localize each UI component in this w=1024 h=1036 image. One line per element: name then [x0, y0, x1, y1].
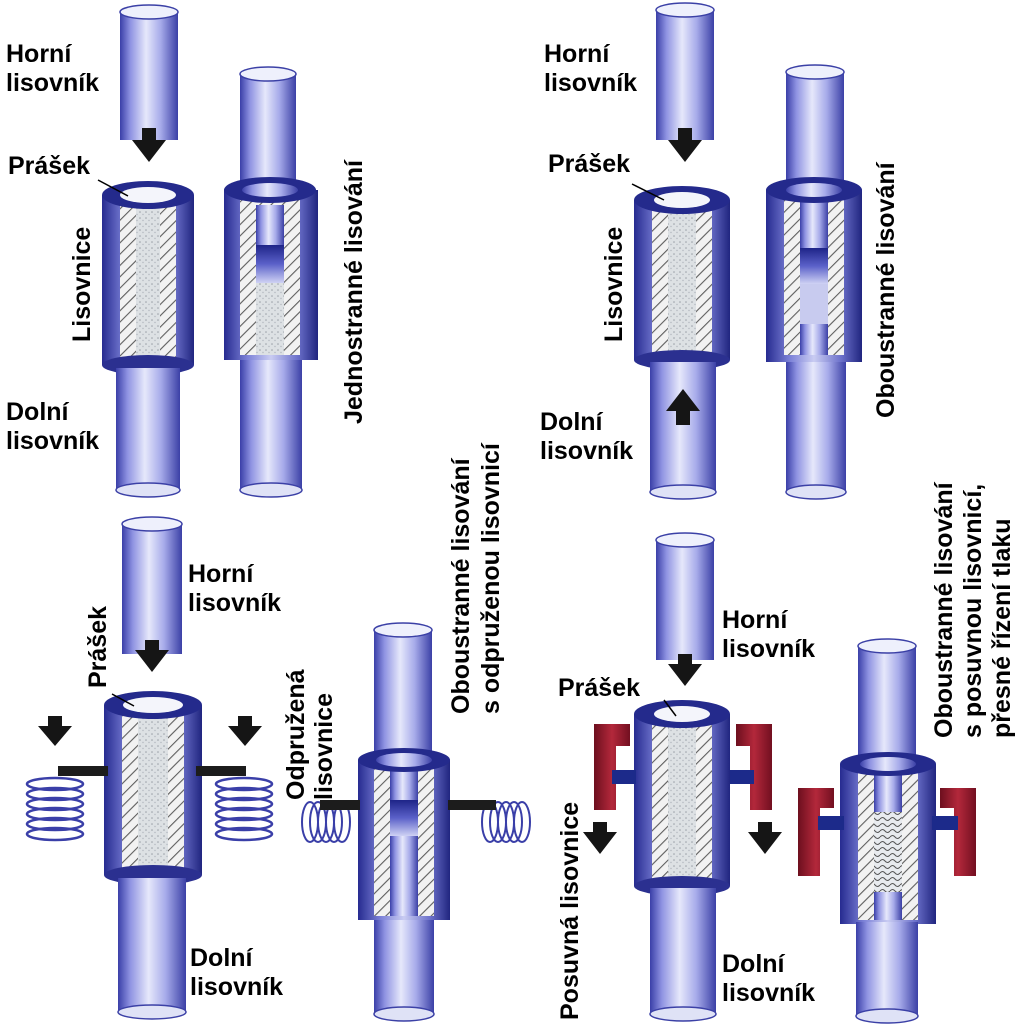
bl-method-label: Oboustranné lisování s odpruženou lisovn…	[446, 443, 506, 714]
tr-die	[634, 186, 730, 370]
br-powder-leader	[663, 699, 677, 717]
tr-powder-leader	[631, 183, 665, 201]
tl-upper-punch-line-2: lisovník	[6, 69, 100, 97]
bl-lower-punch-line-2: lisovník	[190, 973, 284, 1001]
tr-lower-punch	[649, 362, 717, 500]
br-result-lower-punch	[855, 922, 919, 1024]
bl-right-down-arrow	[228, 716, 262, 746]
br-result-left-frame	[798, 788, 834, 876]
tl-upper-punch-line-1: Horní	[6, 40, 72, 68]
tr-lower-punch-line-2: lisovník	[540, 437, 634, 465]
br-right-frame	[736, 724, 772, 810]
tr-upper-punch-line-1: Horní	[544, 40, 610, 68]
bl-upper-punch-line-1: Horní	[188, 560, 254, 588]
br-method-line-3: přesné řízení tlaku	[988, 518, 1016, 738]
tl-result-lower-punch	[239, 360, 303, 498]
tr-lower-punch-label: Dolní lisovník	[540, 408, 633, 466]
bl-spring-die-label: Odpružená lisovnice	[282, 669, 338, 800]
tr-result-lower-punch	[785, 362, 847, 500]
bl-left-down-arrow	[38, 716, 72, 746]
tr-upper-punch-label: Horní lisovník	[544, 40, 637, 98]
tl-die-label: Lisovnice	[68, 226, 96, 342]
br-result-die	[840, 752, 936, 924]
br-right-down-arrow	[748, 822, 782, 854]
bl-result-right-bracket	[448, 800, 496, 810]
tr-up-arrow	[666, 389, 700, 425]
bl-spring-die-line-1: Odpružená	[282, 669, 310, 800]
br-lower-punch-line-1: Dolní	[722, 950, 785, 978]
br-lower-punch	[649, 888, 717, 1022]
tl-down-arrow	[132, 128, 166, 162]
br-upper-punch-line-1: Horní	[722, 606, 788, 634]
br-powder-label: Prášek	[558, 674, 641, 702]
br-method-line-2: s posuvnou lisovnicí,	[959, 483, 987, 738]
tr-die-label: Lisovnice	[600, 226, 628, 342]
bl-result-left-bracket	[320, 800, 360, 810]
bl-result-die	[358, 748, 450, 920]
bl-upper-punch	[121, 516, 183, 654]
bl-result-right-spring	[481, 801, 531, 843]
br-left-bracket	[612, 770, 636, 784]
bl-lower-punch-line-1: Dolní	[190, 944, 253, 972]
tl-upper-punch-label: Horní lisovník	[6, 40, 99, 98]
br-left-down-arrow	[583, 822, 617, 854]
bl-right-spring	[214, 776, 274, 842]
br-down-arrow	[668, 654, 702, 686]
br-lower-punch-label: Dolní lisovník	[722, 950, 815, 1008]
bl-die	[104, 691, 202, 885]
br-result-left-bracket	[818, 816, 844, 830]
br-upper-punch	[655, 532, 715, 660]
br-method-line-1: Oboustranné lisování	[930, 482, 958, 738]
bl-lower-punch	[117, 878, 187, 1020]
bl-left-spring	[25, 776, 85, 842]
br-method-label: Oboustranné lisování s posuvnou lisovnic…	[930, 482, 1017, 738]
br-upper-punch-label: Horní lisovník	[722, 606, 815, 664]
tr-upper-punch-line-2: lisovník	[544, 69, 638, 97]
br-die	[634, 700, 730, 896]
tl-lower-punch-label: Dolní lisovník	[6, 398, 99, 456]
tr-result-die	[766, 177, 862, 362]
br-result-right-frame	[940, 788, 976, 876]
br-upper-punch-line-2: lisovník	[722, 635, 816, 663]
br-right-bracket	[730, 770, 754, 784]
br-sliding-die-label: Posuvná lisovnice	[556, 801, 584, 1020]
bl-method-line-1: Oboustranné lisování	[447, 458, 475, 714]
bl-down-arrow	[135, 640, 169, 672]
br-left-frame	[594, 724, 630, 810]
br-result-right-bracket	[932, 816, 958, 830]
bl-method-line-2: s odpruženou lisovnicí	[477, 443, 505, 714]
bl-result-lower-punch	[373, 920, 435, 1022]
tr-upper-punch	[655, 2, 715, 140]
bl-lower-punch-label: Dolní lisovník	[190, 944, 283, 1002]
tl-die	[102, 181, 194, 375]
tl-lower-punch-line-1: Dolní	[6, 398, 69, 426]
br-lower-punch-line-2: lisovník	[722, 979, 816, 1007]
tl-lower-punch-line-2: lisovník	[6, 427, 100, 455]
tl-lower-punch	[115, 368, 181, 498]
tl-method-label: Jednostranné lisování	[340, 160, 368, 424]
bl-right-spring-bracket	[196, 766, 246, 776]
bl-powder-label: Prášek	[84, 605, 112, 688]
tl-powder-leader	[97, 179, 129, 197]
bl-left-spring-bracket	[58, 766, 108, 776]
tr-method-label: Oboustranné lisování	[872, 162, 900, 418]
tl-result-die	[224, 177, 318, 360]
tl-powder-label: Prášek	[8, 152, 91, 180]
tr-down-arrow	[668, 128, 702, 162]
tl-upper-punch	[119, 4, 179, 140]
bl-spring-die-line-2: lisovnice	[310, 693, 338, 800]
bl-upper-punch-line-2: lisovník	[188, 589, 282, 617]
tr-lower-punch-line-1: Dolní	[540, 408, 603, 436]
bl-powder-leader	[111, 693, 135, 707]
bl-upper-punch-label: Horní lisovník	[188, 560, 281, 618]
tr-powder-label: Prášek	[548, 150, 631, 178]
